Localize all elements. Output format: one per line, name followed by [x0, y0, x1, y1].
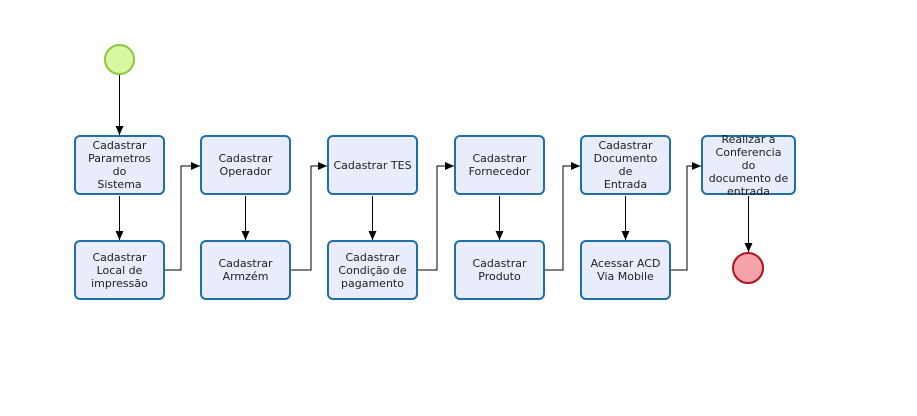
task-cadastrar-operador: Cadastrar Operador [200, 135, 291, 195]
task-cadastrar-armazem: Cadastrar Armzém [200, 240, 291, 300]
task-cadastrar-condicao-de-pagamento: Cadastrar Condição de pagamento [327, 240, 418, 300]
connector-produto-to-documento [545, 162, 580, 271]
connector-condicao-to-fornecedor [418, 162, 454, 271]
end-event [732, 252, 764, 284]
connector-local-to-operador [165, 162, 200, 271]
connector-armazem-to-tes [291, 162, 327, 271]
task-cadastrar-tes: Cadastrar TES [327, 135, 418, 195]
connector-acd-to-conferencia [671, 162, 701, 271]
task-cadastrar-documento-de-entrada: Cadastrar Documento de Entrada [580, 135, 671, 195]
task-cadastrar-local-de-impressao: Cadastrar Local de impressão [74, 240, 165, 300]
task-acessar-acd-via-mobile: Acessar ACD Via Mobile [580, 240, 671, 300]
task-cadastrar-parametros-do-sistema: Cadastrar Parametros do Sistema [74, 135, 165, 195]
task-cadastrar-fornecedor: Cadastrar Fornecedor [454, 135, 545, 195]
task-cadastrar-produto: Cadastrar Produto [454, 240, 545, 300]
task-realizar-conferencia-documento-de-entrada: Realizar a Conferencia do documento de e… [701, 133, 796, 198]
start-event [104, 44, 135, 75]
